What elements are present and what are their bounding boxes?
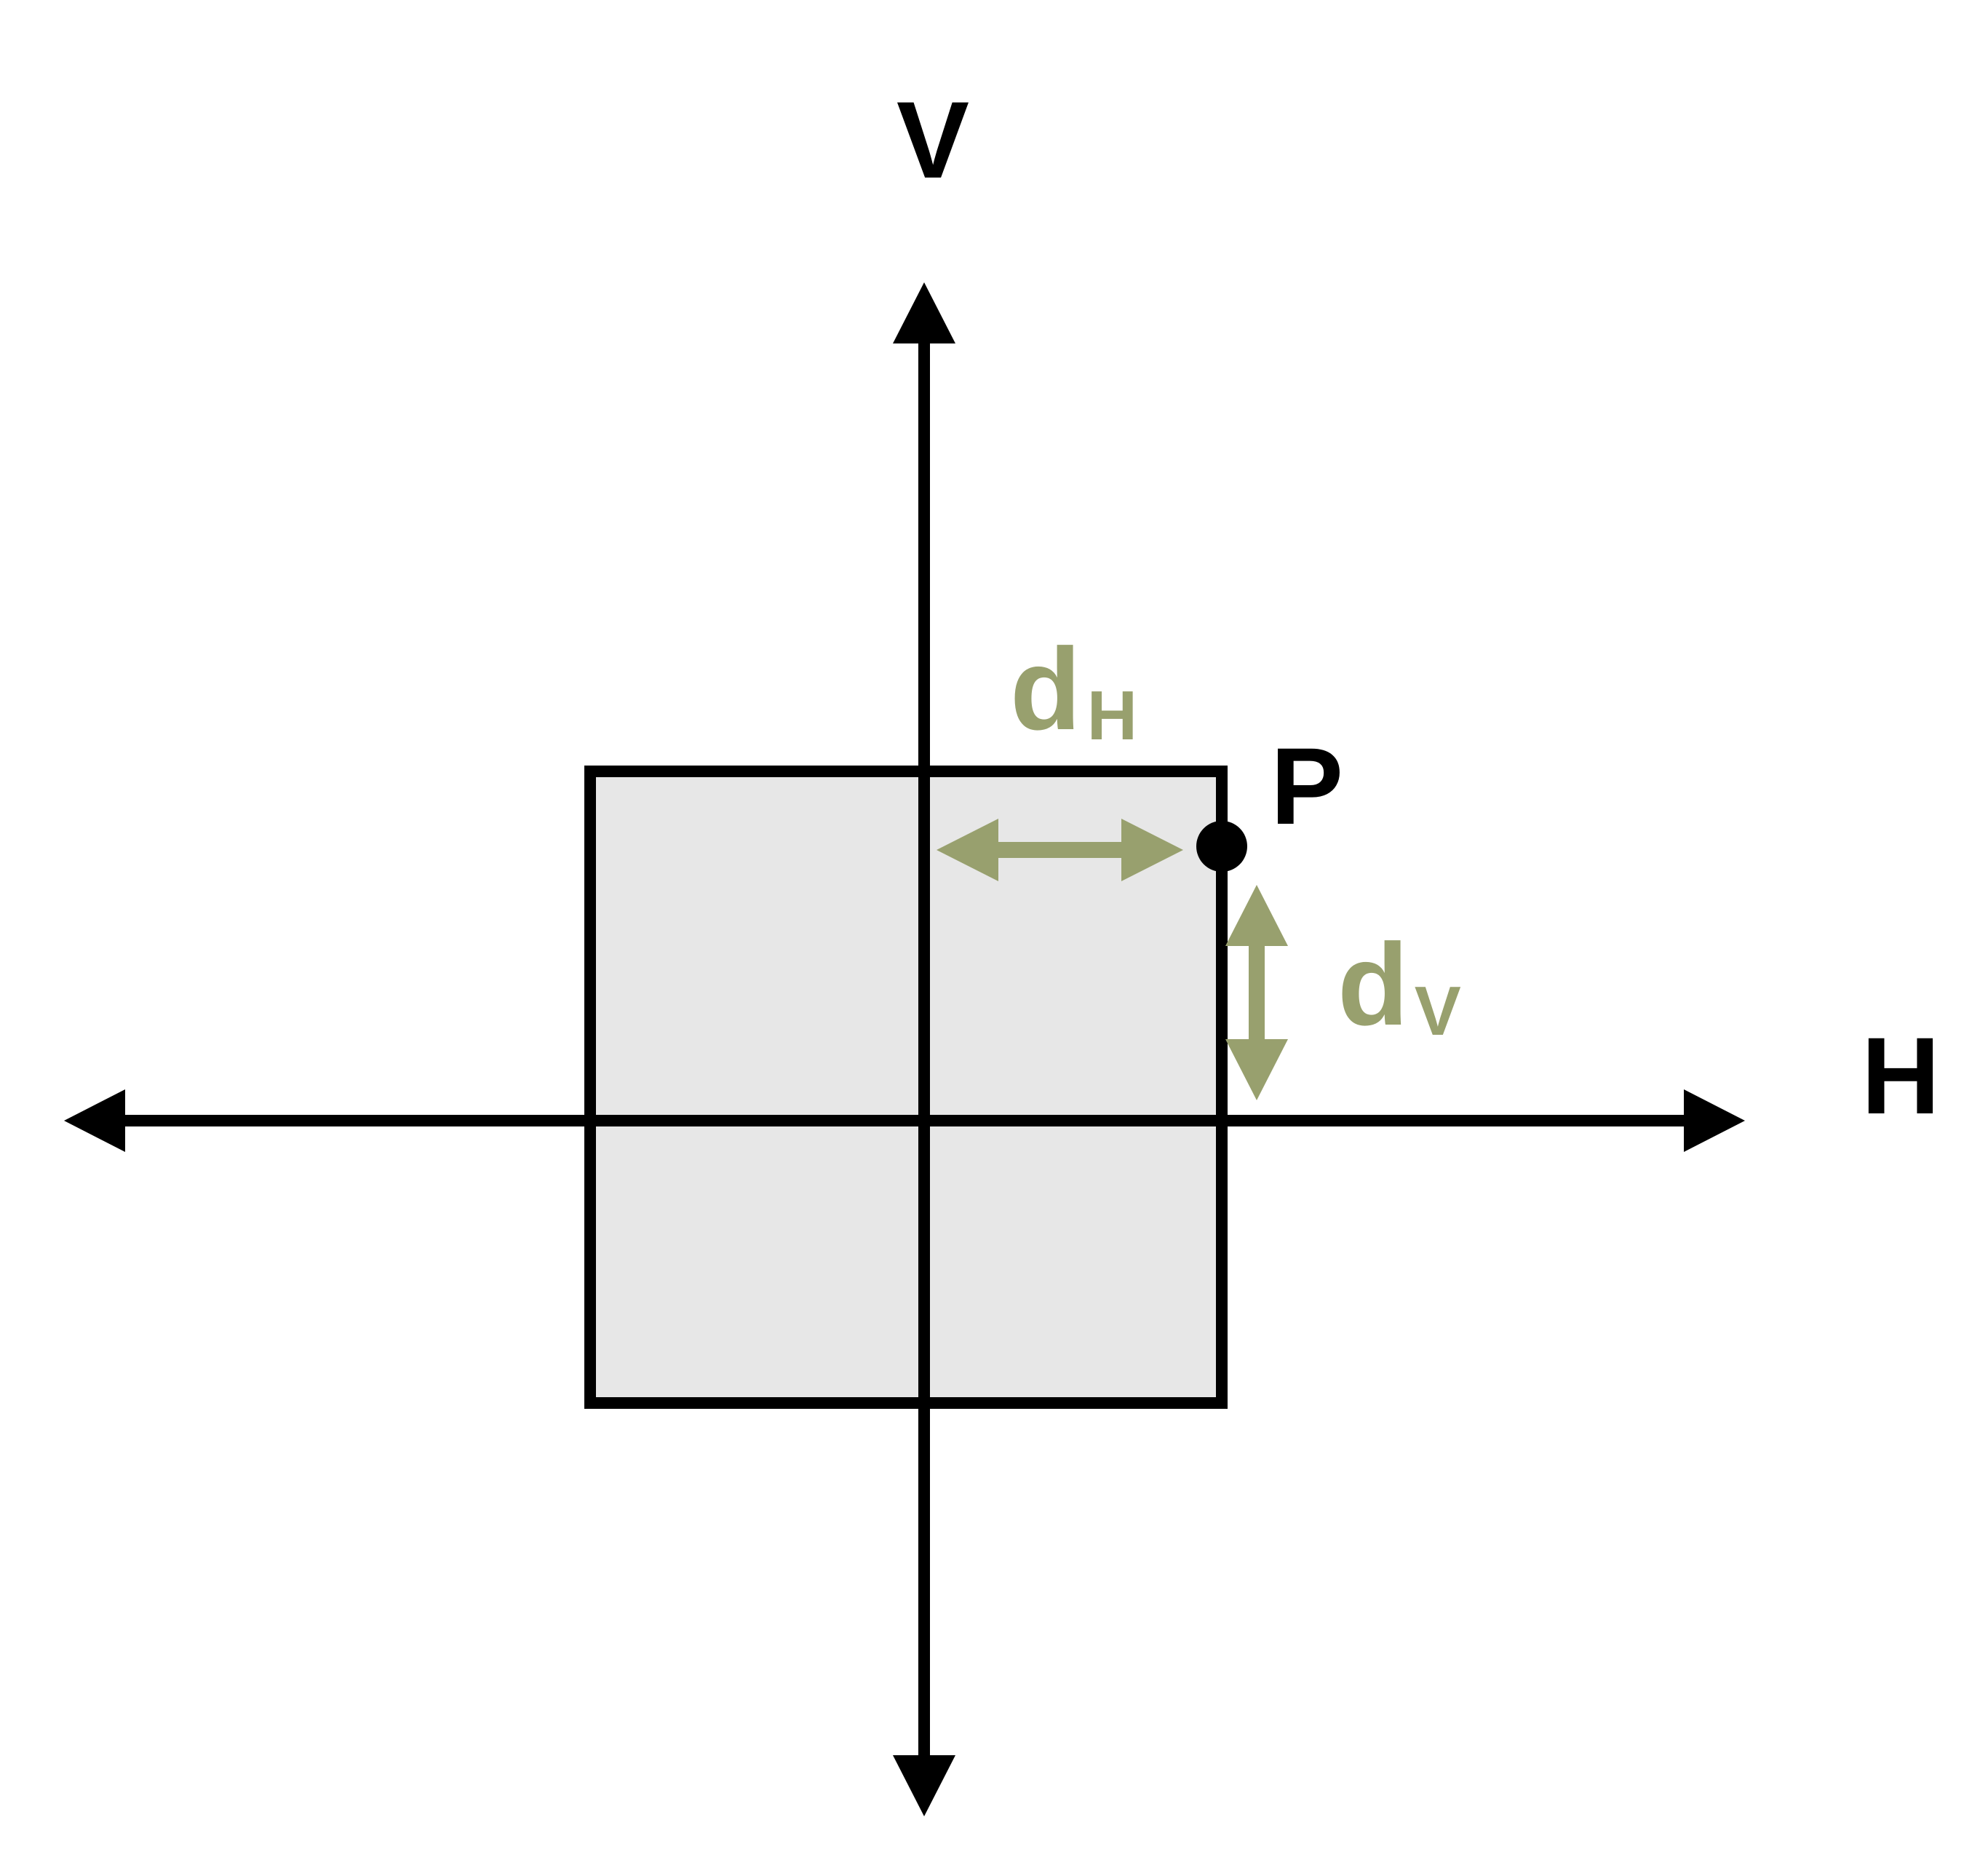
vertical-distance-shaft [1249,943,1265,1041]
horizontal-distance-arrow [937,819,1183,881]
vertical-distance-label-base: d [1337,919,1409,1049]
horizontal-distance-label-base: d [1010,624,1081,754]
horizontal-axis-left-arrowhead [64,1089,125,1152]
vertical-axis-top-arrowhead [893,282,955,343]
vertical-distance-arrow [1225,885,1288,1100]
vertical-distance-bottom-arrowhead [1225,1039,1288,1100]
horizontal-distance-label: dH [1010,624,1137,755]
point-p-label: P [1271,725,1343,847]
horizontal-axis-right-arrowhead [1684,1089,1745,1152]
point-p-marker [1196,821,1247,872]
horizontal-distance-right-arrowhead [1121,819,1183,881]
horizontal-distance-left-arrowhead [937,819,998,881]
horizontal-distance-shaft [997,842,1122,858]
horizontal-axis [64,1089,1745,1152]
vertical-axis [893,282,955,1816]
vertical-axis-label: V [896,79,969,201]
vertical-distance-label-subscript: V [1415,972,1461,1050]
vertical-distance-top-arrowhead [1225,885,1288,946]
vertical-axis-bottom-arrowhead [893,1755,955,1816]
square-region [584,766,1228,1409]
horizontal-axis-label: H [1861,1014,1940,1137]
horizontal-distance-label-subscript: H [1087,677,1137,755]
vertical-distance-label: dV [1337,919,1461,1050]
